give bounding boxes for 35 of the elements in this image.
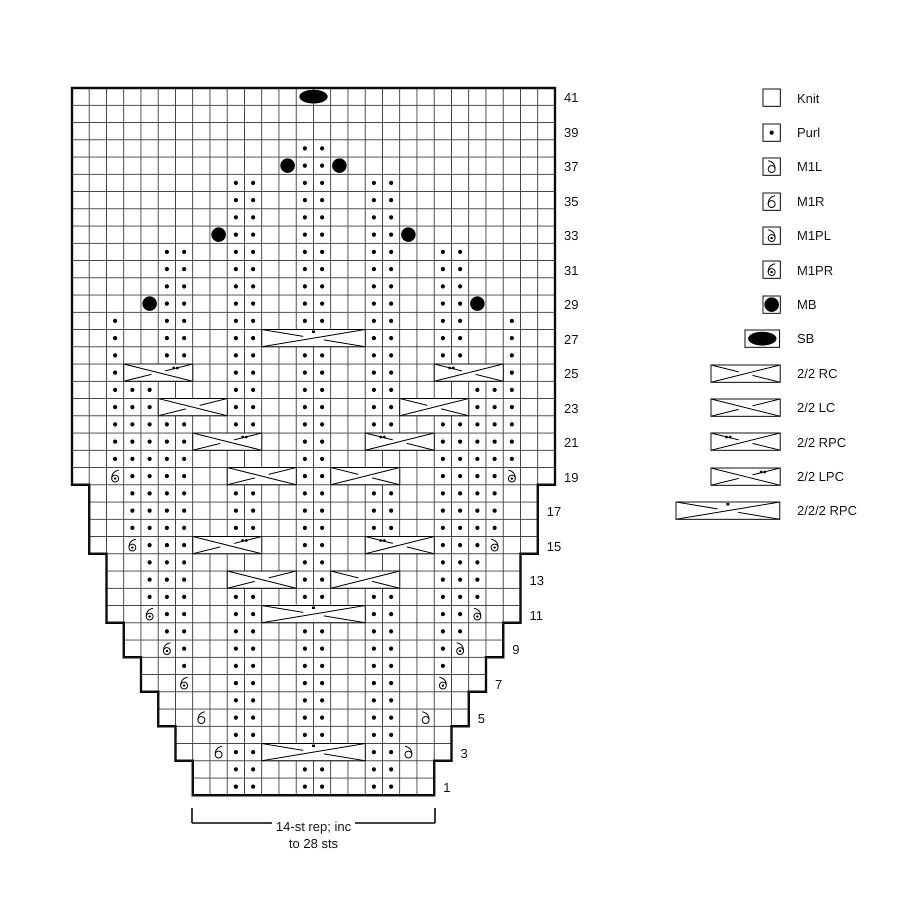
row-number: 41 [564,89,578,106]
row-number: 31 [564,262,578,279]
row-number: 35 [564,192,578,210]
legend-label: MB [797,296,816,313]
row-number: 19 [564,468,578,486]
row-number: 5 [478,710,485,728]
repeat-note: 14-st rep; inc to 28 sts [274,818,352,852]
legend-label: 2/2 LPC [797,468,844,485]
legend-label: M1PL [797,227,831,244]
row-number: 27 [564,330,578,348]
legend-label: Knit [797,90,820,106]
legend-label: M1R [797,192,824,210]
legend-label: M1L [797,158,822,176]
row-number: 11 [530,606,543,624]
legend-label: 2/2 RPC [797,434,846,450]
row-number: 17 [546,503,562,520]
row-number: 15 [546,538,562,555]
row-number: 33 [564,227,578,244]
row-number: 29 [564,296,578,314]
row-number: 3 [460,744,468,762]
row-number: 9 [512,641,520,658]
legend-label: SB [797,330,814,348]
row-number: 37 [564,158,578,176]
row-number: 25 [564,365,578,382]
row-number: 1 [443,779,450,796]
legend-label: 2/2/2 RPC [797,502,857,520]
legend-label: 2/2 LC [797,399,836,416]
legend-label: M1PR [797,262,834,278]
row-number: 21 [564,434,578,452]
row-number: 23 [564,400,578,417]
row-number: 39 [564,124,578,141]
row-number: 7 [495,676,502,693]
legend-label: 2/2 RC [797,364,838,382]
row-number: 13 [530,572,544,590]
legend-label: Purl [797,124,820,141]
